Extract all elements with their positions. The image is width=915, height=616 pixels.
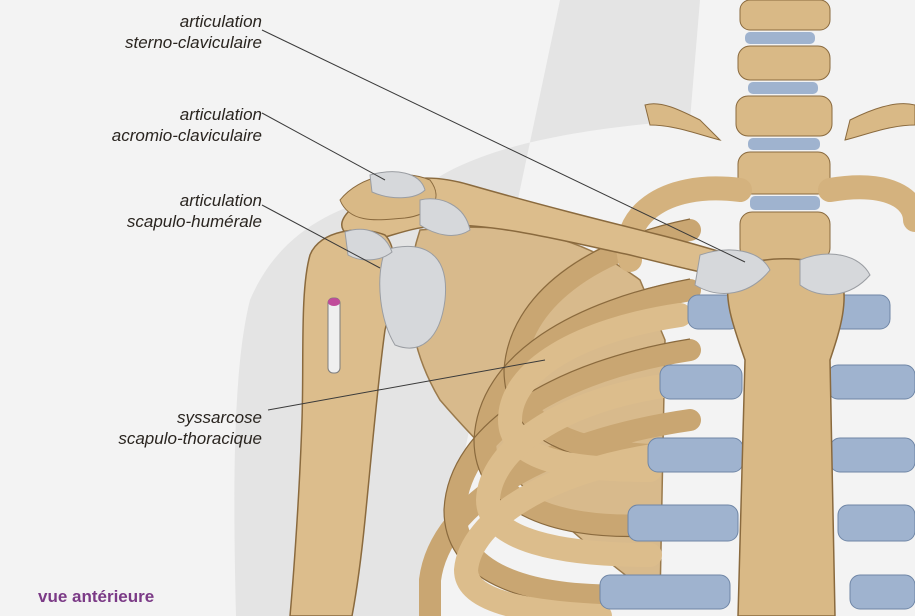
label-sterno-clavicular: articulation sterno-claviculaire [125,11,262,53]
sternum [728,259,845,616]
label-acromio-clavicular-line1: articulation [112,104,262,125]
label-acromio-clavicular: articulation acromio-claviculaire [112,104,262,146]
view-caption: vue antérieure [38,587,154,607]
label-sterno-clavicular-line1: articulation [125,11,262,32]
label-sterno-clavicular-line2: sterno-claviculaire [125,32,262,53]
label-scapulo-humeral-line2: scapulo-humérale [127,211,262,232]
label-scapulo-thoracic-line2: scapulo-thoracique [118,428,262,449]
joint-marker-tip [328,298,340,306]
label-scapulo-thoracic: syssarcose scapulo-thoracique [118,407,262,449]
label-scapulo-humeral-line1: articulation [127,190,262,211]
label-acromio-clavicular-line2: acromio-claviculaire [112,125,262,146]
label-scapulo-humeral: articulation scapulo-humérale [127,190,262,232]
label-scapulo-thoracic-line1: syssarcose [118,407,262,428]
joint-marker-rod [328,298,340,373]
